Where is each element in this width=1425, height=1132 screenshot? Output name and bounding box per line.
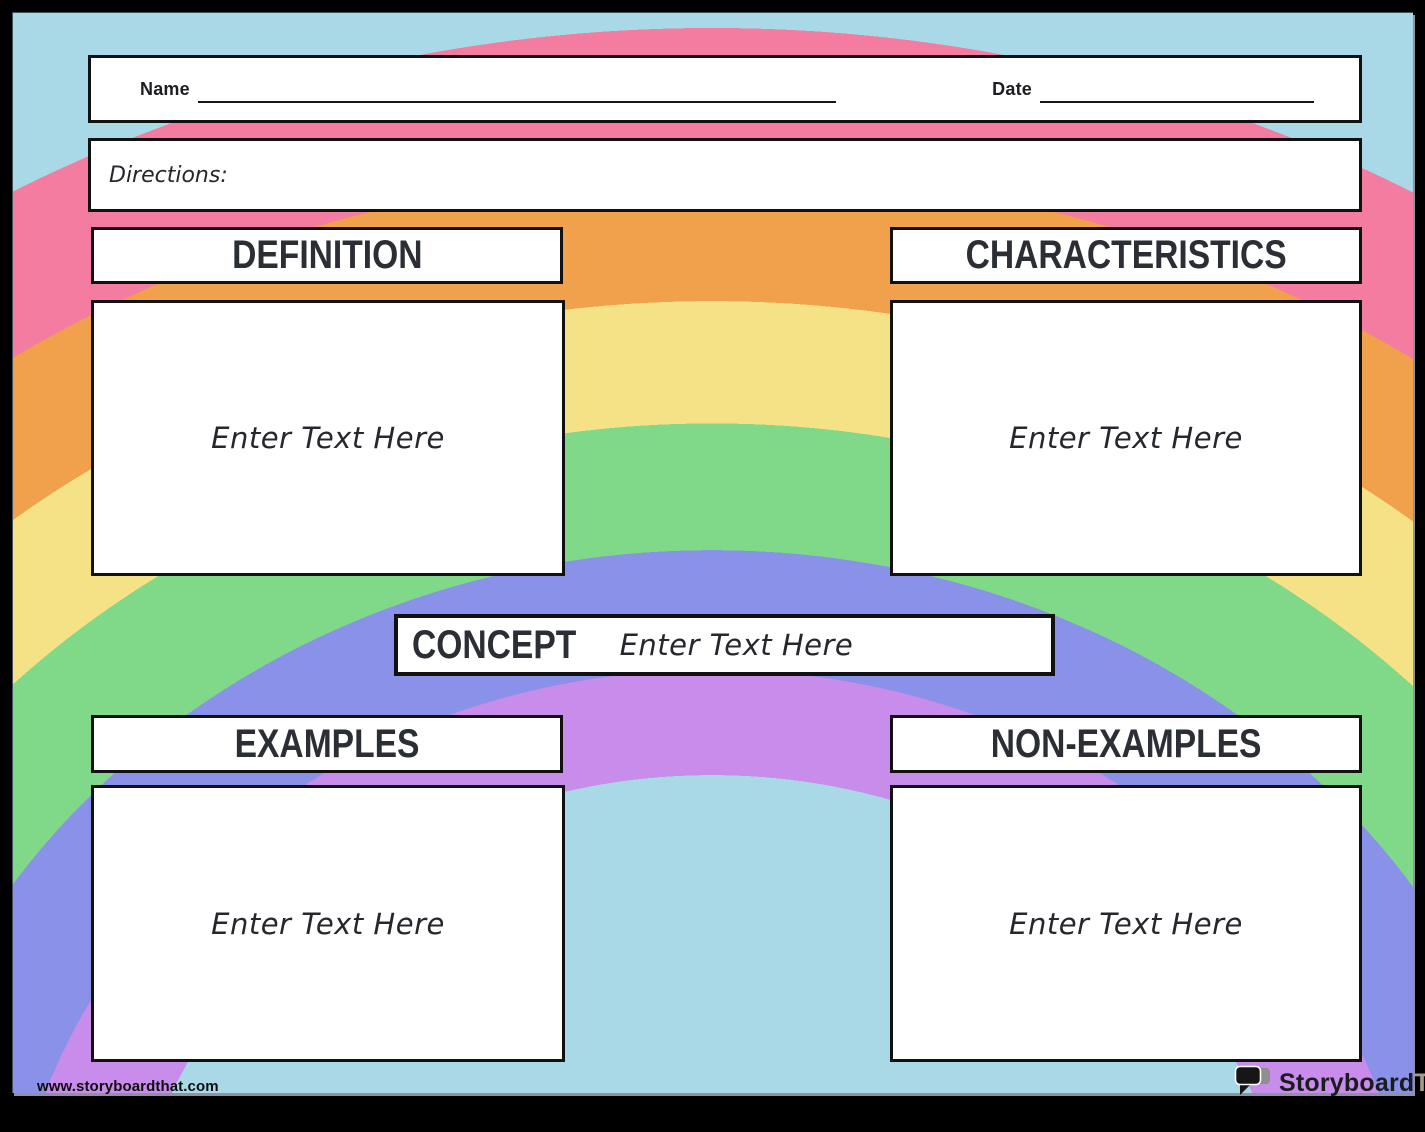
characteristics-placeholder: Enter Text Here: [1009, 421, 1243, 455]
name-label: Name: [140, 78, 190, 99]
storyboardthat-logo: StoryboardThat: [1234, 1065, 1425, 1101]
logo-text-storyboard: Storyboard: [1279, 1068, 1415, 1097]
concept-box[interactable]: CONCEPT Enter Text Here: [394, 614, 1055, 676]
directions-label: Directions:: [109, 162, 228, 188]
concept-title: CONCEPT: [412, 622, 577, 667]
examples-header: EXAMPLES: [91, 715, 563, 773]
date-underline: [1040, 75, 1314, 103]
website-url: www.storyboardthat.com: [37, 1078, 219, 1095]
rainbow-worksheet-canvas: Name Date Directions: DEFINITION Enter T…: [12, 12, 1425, 1097]
definition-text-box[interactable]: Enter Text Here: [91, 300, 565, 576]
examples-placeholder: Enter Text Here: [211, 906, 445, 941]
characteristics-text-box[interactable]: Enter Text Here: [890, 300, 1362, 576]
characteristics-title: CHARACTERISTICS: [965, 233, 1287, 277]
name-date-box: Name Date: [88, 55, 1362, 123]
logo-wordmark: StoryboardThat: [1279, 1069, 1425, 1098]
definition-header: DEFINITION: [91, 227, 563, 284]
examples-title: EXAMPLES: [234, 721, 420, 766]
logo-text-that: That: [1414, 1068, 1425, 1097]
definition-placeholder: Enter Text Here: [211, 421, 445, 455]
speech-bubbles-icon: [1234, 1065, 1272, 1101]
non-examples-text-box[interactable]: Enter Text Here: [890, 785, 1362, 1062]
non-examples-placeholder: Enter Text Here: [1009, 906, 1243, 941]
characteristics-header: CHARACTERISTICS: [890, 227, 1362, 284]
definition-title: DEFINITION: [231, 233, 423, 277]
name-underline: [197, 75, 836, 103]
date-label: Date: [992, 78, 1032, 99]
examples-text-box[interactable]: Enter Text Here: [91, 785, 565, 1062]
concept-placeholder: Enter Text Here: [619, 628, 854, 662]
directions-box[interactable]: Directions:: [88, 138, 1362, 212]
non-examples-title: NON-EXAMPLES: [990, 721, 1262, 766]
non-examples-header: NON-EXAMPLES: [890, 715, 1362, 773]
